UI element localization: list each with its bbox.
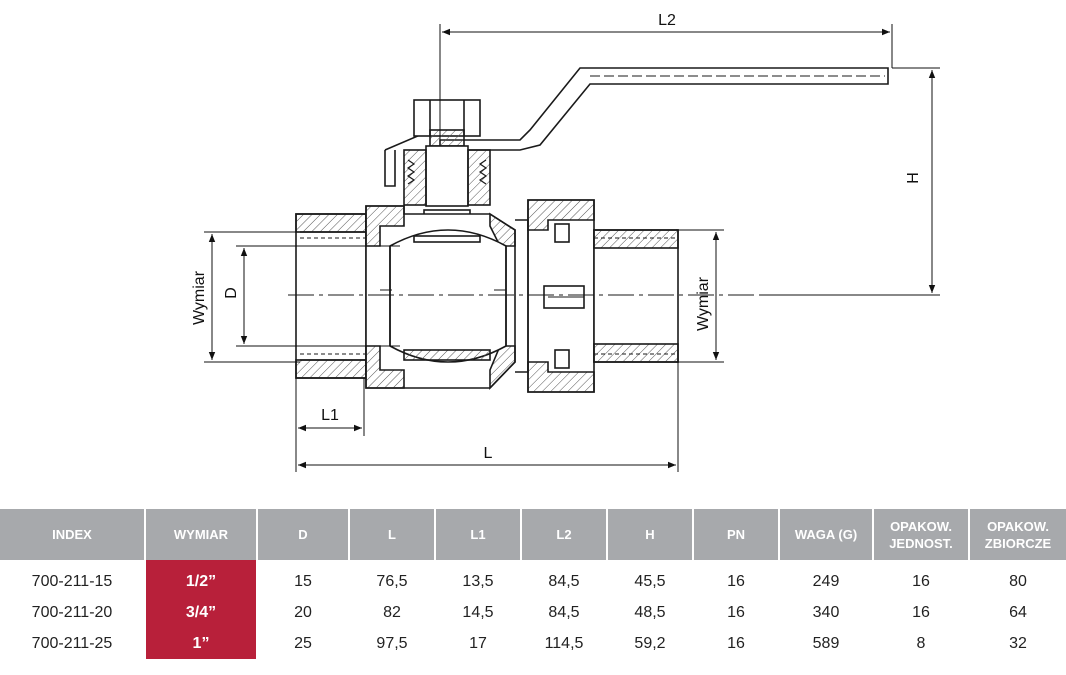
valve-body xyxy=(365,205,516,390)
cell-l1: 14,5 xyxy=(436,597,522,628)
col-header-waga: WAGA (G) xyxy=(780,509,874,560)
col-header-l1: L1 xyxy=(436,509,522,560)
cell-l1: 13,5 xyxy=(436,560,522,597)
l2-label: L2 xyxy=(658,12,676,29)
cell-h: 45,5 xyxy=(608,560,694,597)
table-row: 700-211-15 1/2” 15 76,5 13,5 84,5 45,5 1… xyxy=(0,560,1066,597)
cell-d: 25 xyxy=(258,628,350,659)
wymiar-right-label: Wymiar xyxy=(695,276,712,331)
cell-waga: 340 xyxy=(780,597,874,628)
cell-wymiar: 1/2” xyxy=(146,560,258,597)
stem-nut xyxy=(413,99,481,147)
col-header-l2: L2 xyxy=(522,509,608,560)
cell-l: 82 xyxy=(350,597,436,628)
cell-l: 76,5 xyxy=(350,560,436,597)
cell-opakow-jednost: 8 xyxy=(874,628,970,659)
union-tail xyxy=(543,229,679,363)
cell-d: 20 xyxy=(258,597,350,628)
cell-pn: 16 xyxy=(694,597,780,628)
cell-l1: 17 xyxy=(436,628,522,659)
cell-opakow-zbiorcze: 64 xyxy=(1009,603,1027,621)
table-header-row: INDEX WYMIAR D L L1 L2 H PN WAGA (G) OPA… xyxy=(0,509,1066,560)
cell-opakow-jednost: 16 xyxy=(874,597,970,628)
cell-pn: 16 xyxy=(694,628,780,659)
cell-d: 15 xyxy=(258,560,350,597)
cell-index: 700-211-20 xyxy=(0,597,146,628)
col-header-opakow-jednost: OPAKOW.JEDNOST. xyxy=(874,509,970,560)
cell-wymiar: 1” xyxy=(146,628,258,659)
col-header-h: H xyxy=(608,509,694,560)
cell-waga: 589 xyxy=(780,628,874,659)
cell-h: 59,2 xyxy=(608,628,694,659)
col-header-l: L xyxy=(350,509,436,560)
cell-h: 48,5 xyxy=(608,597,694,628)
cell-index: 700-211-15 xyxy=(0,560,146,597)
d-label: D xyxy=(223,287,240,299)
l-label: L xyxy=(484,445,493,462)
wymiar-left-label: Wymiar xyxy=(191,270,208,325)
valve-stem xyxy=(403,145,491,225)
cell-index: 700-211-25 xyxy=(0,628,146,659)
cell-l2: 84,5 xyxy=(522,560,608,597)
col-header-d: D xyxy=(258,509,350,560)
col-header-pn: PN xyxy=(694,509,780,560)
cell-wymiar: 3/4” xyxy=(146,597,258,628)
cell-pn: 16 xyxy=(694,560,780,597)
cell-opakow-jednost: 16 xyxy=(874,560,970,597)
col-header-opakow-zbiorcze: OPAKOW.ZBIORCZE xyxy=(970,509,1066,560)
cell-opakow-zbiorcze: 80 xyxy=(1009,572,1027,590)
specification-table: INDEX WYMIAR D L L1 L2 H PN WAGA (G) OPA… xyxy=(0,509,1066,659)
cell-opakow-zbiorcze: 32 xyxy=(1009,634,1027,652)
col-header-wymiar: WYMIAR xyxy=(146,509,258,560)
cell-l2: 84,5 xyxy=(522,597,608,628)
valve-technical-drawing: L2 H Wymiar D Wymiar L1 L xyxy=(191,12,940,472)
cell-waga: 249 xyxy=(780,560,874,597)
table-row: 700-211-25 1” 25 97,5 17 114,5 59,2 16 5… xyxy=(0,628,1066,659)
cell-l: 97,5 xyxy=(350,628,436,659)
cell-l2: 114,5 xyxy=(522,628,608,659)
l1-label: L1 xyxy=(321,407,339,424)
table-row: 700-211-20 3/4” 20 82 14,5 84,5 48,5 16 … xyxy=(0,597,1066,628)
body-left-end xyxy=(295,213,367,379)
col-header-index: INDEX xyxy=(0,509,146,560)
h-label: H xyxy=(905,172,922,184)
